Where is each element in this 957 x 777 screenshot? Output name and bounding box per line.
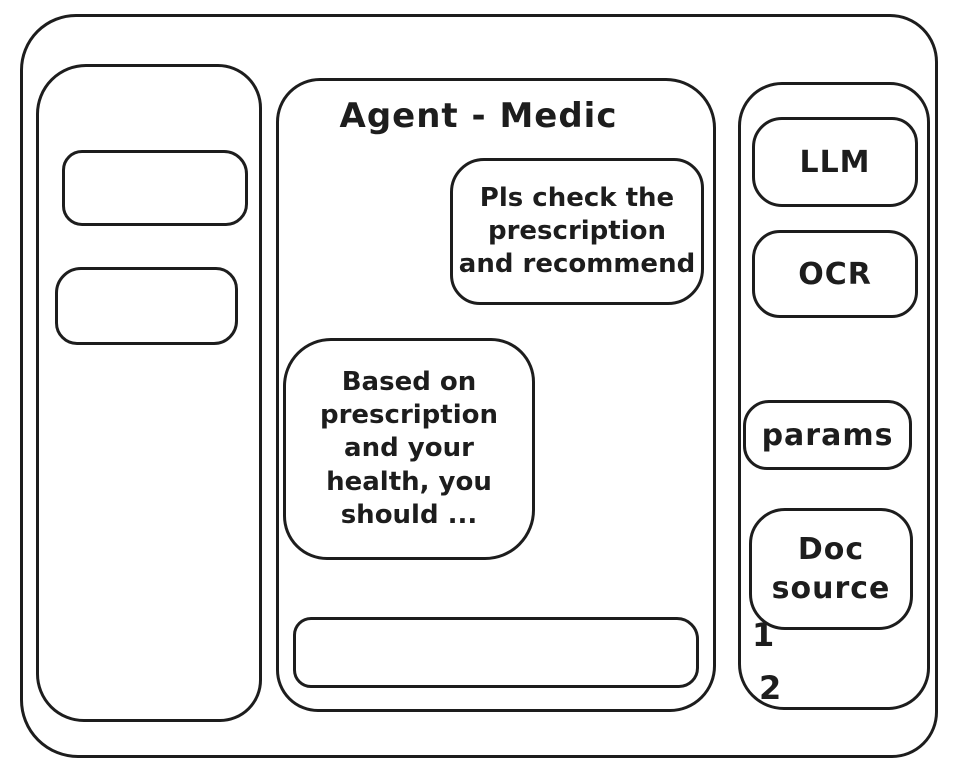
agent-message-text: Based on prescription and your health, y… — [319, 367, 498, 530]
history-item[interactable] — [62, 150, 248, 226]
doc-source-item[interactable]: 1 — [752, 615, 775, 654]
doc-source-button[interactable]: Doc source — [749, 508, 913, 630]
doc-source-item[interactable]: 2 — [759, 668, 782, 707]
ocr-button[interactable]: OCR — [752, 230, 918, 318]
doc-source-list: 1 2 — [752, 608, 812, 714]
llm-button[interactable]: LLM — [752, 117, 918, 207]
params-button[interactable]: params — [743, 400, 912, 470]
agent-message-bubble: Based on prescription and your health, y… — [283, 338, 535, 560]
user-message-text: Pls check the prescription and recommend — [458, 182, 696, 279]
message-input[interactable] — [293, 617, 699, 688]
user-message-bubble: Pls check the prescription and recommend — [450, 158, 704, 305]
chat-title: Agent - Medic — [339, 96, 618, 136]
history-item[interactable] — [55, 267, 238, 345]
